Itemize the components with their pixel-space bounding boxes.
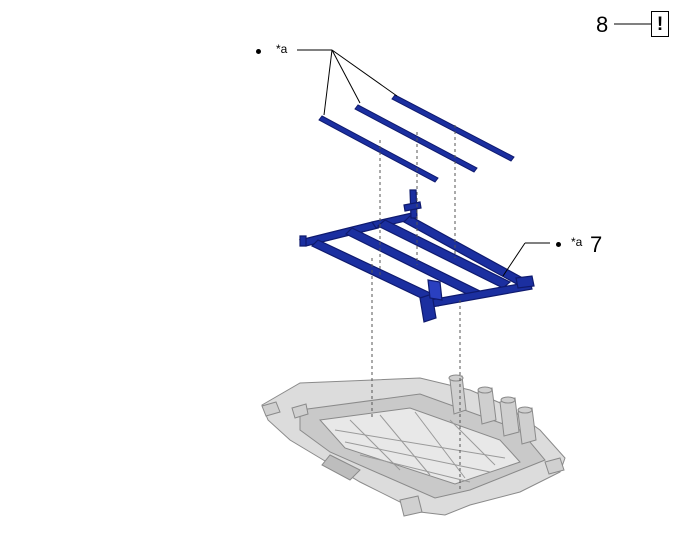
caution-symbol: ! [656, 13, 664, 35]
callout-side-marker: *a [571, 235, 583, 249]
bus-bar-frame-assembly [298, 189, 535, 323]
bus-bars-upper [318, 94, 515, 183]
callout-corner-number: 8 [596, 12, 609, 37]
leader-lines-top [297, 49, 398, 116]
exclamation-box-icon: ! [651, 11, 669, 37]
leader-line-side [502, 242, 526, 277]
callout-side-number: 7 [590, 232, 603, 257]
callout-top-marker: *a [276, 42, 288, 56]
battery-tray [261, 374, 566, 517]
bullet-dot-side [556, 242, 561, 247]
bullet-dot-top [256, 49, 261, 54]
alignment-guides [371, 125, 461, 490]
